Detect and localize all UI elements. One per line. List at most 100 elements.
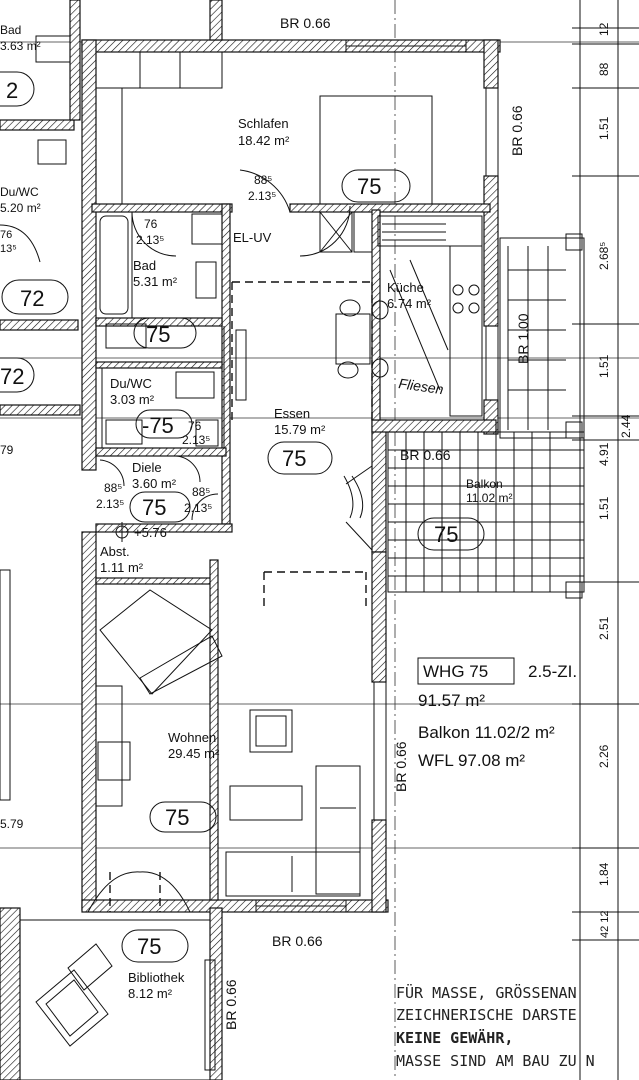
wall <box>0 404 81 416</box>
armchair <box>97 741 131 781</box>
wall <box>371 551 387 683</box>
dim-label: 76 <box>144 217 158 231</box>
wardrobe <box>95 51 223 89</box>
room-name: Du/WC <box>110 376 152 391</box>
hob-ring <box>468 284 480 296</box>
bedroom-furniture <box>95 51 433 213</box>
toilet <box>35 35 71 63</box>
dim-label: 76 <box>0 229 12 241</box>
chair <box>339 299 361 317</box>
dim-label: 4.91 <box>597 442 611 466</box>
shower-arc <box>0 224 41 263</box>
el-uv-label: EL-UV <box>233 230 272 245</box>
disclaimer-line: ZEICHNERISCHE DARSTE <box>396 1006 577 1024</box>
flat-tag <box>133 317 197 349</box>
balcony-upper <box>499 237 585 439</box>
room-area: 1.11 m² <box>100 560 144 575</box>
dim-label: 5.79 <box>0 817 24 831</box>
wall <box>0 319 79 331</box>
wall <box>209 0 223 41</box>
dim-label: 2.13⁵ <box>184 501 212 515</box>
room-name: Bad <box>0 23 21 37</box>
flat-tag-number: 75 <box>142 495 166 520</box>
summary-room-count: 2.5-ZI. <box>528 662 577 681</box>
disclaimer-stamp: FÜR MASSE, GRÖSSENAN ZEICHNERISCHE DARST… <box>396 983 595 1070</box>
room-name: Abst. <box>100 544 130 559</box>
window-label: BR 0.66 <box>400 447 451 463</box>
summary-flat-number: WHG 75 <box>423 662 488 681</box>
room-name: Küche <box>387 280 424 295</box>
room-name: Du/WC <box>0 185 39 199</box>
balcony-tiles <box>388 432 584 592</box>
flat-tag <box>135 409 193 439</box>
sofa <box>225 851 361 897</box>
summary-balcony: Balkon 11.02/2 m² <box>418 723 555 742</box>
wall <box>371 419 497 433</box>
armchair-inner <box>255 715 287 747</box>
living-furniture <box>95 465 373 897</box>
flat-tag-number: 75 <box>357 174 381 199</box>
doors <box>99 205 351 521</box>
wall <box>209 907 223 1080</box>
chair <box>337 361 359 379</box>
dim-label: 2.44 <box>619 414 633 438</box>
dim-label: 79 <box>0 443 14 457</box>
hob-ring <box>452 284 464 296</box>
window <box>485 325 499 401</box>
flat-tag-number: -75 <box>142 413 174 438</box>
kitchen-fixtures <box>319 211 483 417</box>
window-label: BR 0.66 <box>509 105 525 156</box>
wall <box>371 419 387 553</box>
room-name: Bibliothek <box>128 970 185 985</box>
post <box>565 233 583 251</box>
bathtub-inner <box>99 215 129 315</box>
flat-tag <box>149 801 217 833</box>
wall <box>95 523 233 533</box>
flat-tag <box>0 357 35 393</box>
counter <box>449 245 483 417</box>
disclaimer-line: KEINE GEWÄHR, <box>396 1028 513 1047</box>
window <box>373 681 387 821</box>
window <box>485 87 499 177</box>
wall <box>69 0 81 121</box>
room-area: 3.03 m² <box>110 392 155 407</box>
room-area: 18.42 m² <box>238 133 290 148</box>
door-swing <box>99 459 125 487</box>
room-area: 11.02 m² <box>466 491 512 505</box>
dim-label: 1.51 <box>597 354 611 378</box>
balcony-floor <box>387 431 585 593</box>
cabinet <box>95 685 123 807</box>
window-label: BR 0.66 <box>393 741 409 792</box>
flat-tag-number: 2 <box>6 78 18 103</box>
flat-summary: WHG 75 2.5-ZI. 91.57 m² Balkon 11.02/2 m… <box>417 657 577 770</box>
dim-label: 2.13⁵ <box>182 433 210 447</box>
bath-fixtures <box>95 211 225 448</box>
hob-ring <box>452 302 464 314</box>
washbasin <box>195 261 217 299</box>
wall <box>0 119 75 131</box>
flat-tag-number: 75 <box>137 934 161 959</box>
flat-tag <box>267 441 333 475</box>
wall <box>95 361 223 369</box>
wall <box>371 819 387 913</box>
shaft <box>353 211 373 253</box>
room-area: 3.63 m² <box>0 39 41 53</box>
dining-set <box>235 299 389 401</box>
dim-label: 88 <box>597 62 611 76</box>
flat-tag <box>129 491 191 523</box>
flat-tag <box>1 279 69 315</box>
flat-tag <box>0 71 35 107</box>
flat-tag-number: 75 <box>434 522 458 547</box>
dim-label: 2.13⁵ <box>136 233 164 247</box>
dim-label: 2.26 <box>597 744 611 768</box>
sofa <box>315 765 361 895</box>
wall-left <box>81 39 97 471</box>
dim-label: 2.51 <box>597 616 611 640</box>
door-swing <box>239 169 291 213</box>
wall <box>91 203 233 213</box>
window-label: BR 0.66 <box>280 15 331 31</box>
chair <box>67 943 113 991</box>
door-swing <box>175 455 201 483</box>
post <box>565 421 583 439</box>
